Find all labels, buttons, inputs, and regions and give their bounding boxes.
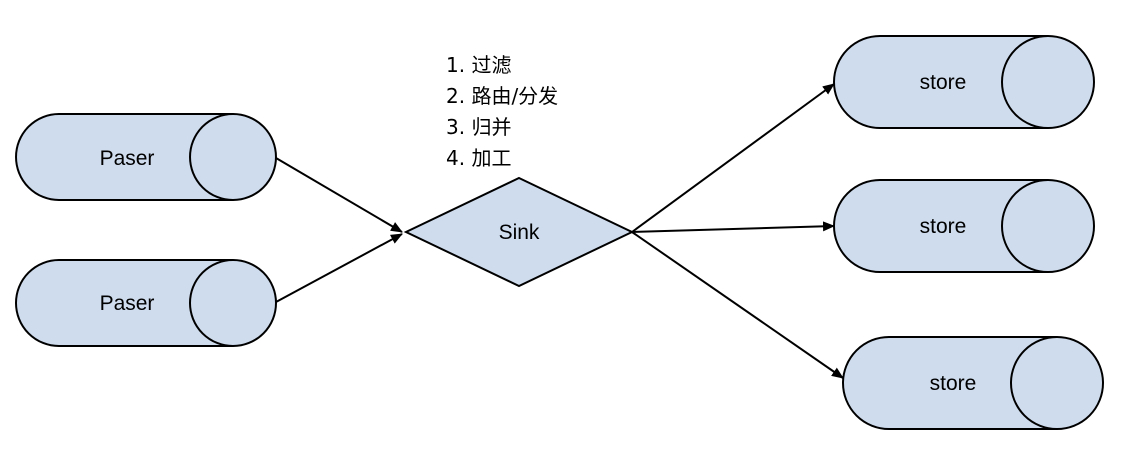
- store-2-label: store: [920, 215, 967, 238]
- parser-2-label: Paser: [100, 292, 155, 315]
- store-1-label: store: [920, 71, 967, 94]
- edge-sink-to-store1: [631, 83, 835, 233]
- store-3-label: store: [930, 372, 977, 395]
- parser-1-label: Paser: [100, 147, 155, 170]
- edge-sink-to-store3: [631, 231, 844, 379]
- sink-step: 1. 过滤: [446, 53, 512, 77]
- store-node-2: store: [833, 179, 1095, 273]
- sink-node: Sink: [403, 176, 635, 288]
- edge-sink-to-store2: [631, 221, 835, 233]
- parser-node-2: Paser: [15, 259, 277, 347]
- edge-parser2-to-sink: [275, 233, 403, 303]
- sink-step: 4. 加工: [446, 146, 512, 170]
- parser-node-1: Paser: [15, 113, 277, 201]
- store-node-1: store: [833, 35, 1095, 129]
- sink-label: Sink: [499, 221, 540, 244]
- store-node-3: store: [842, 336, 1104, 430]
- sink-step: 3. 归并: [446, 115, 512, 139]
- edge-parser1-to-sink: [275, 157, 403, 233]
- sink-steps-list: 1. 过滤 2. 路由/分发 3. 归并 4. 加工: [446, 50, 558, 174]
- sink-step: 2. 路由/分发: [446, 84, 559, 108]
